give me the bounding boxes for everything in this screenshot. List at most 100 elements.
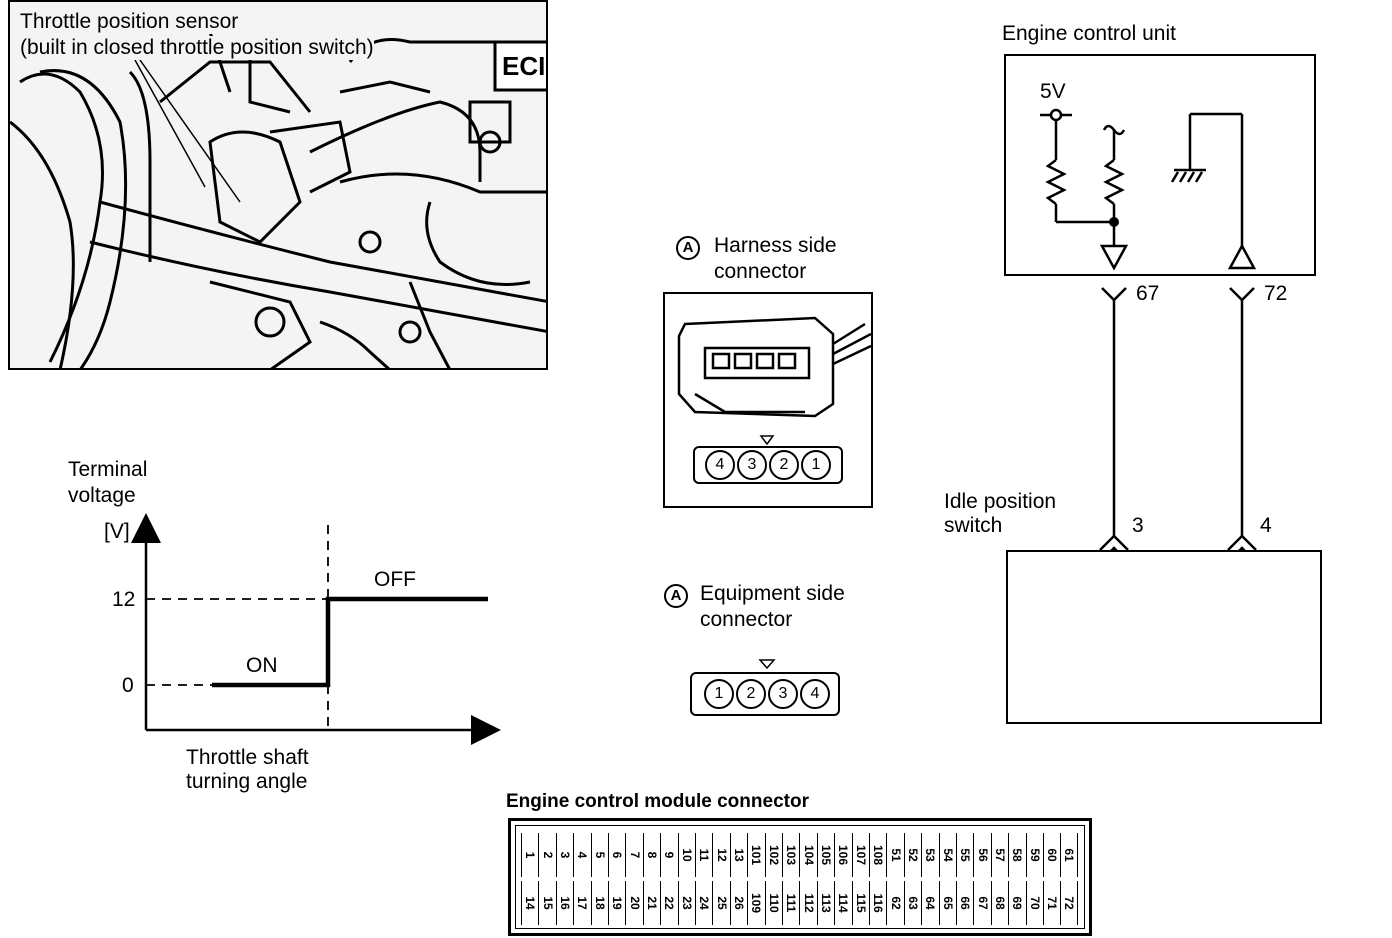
ecm-pin-number: 104 (801, 844, 816, 866)
ecm-pin-number: 25 (714, 896, 729, 910)
ecm-pin-cell: 72 (1060, 881, 1078, 925)
ecm-pin-number: 54 (940, 848, 955, 862)
graph-lines (131, 513, 501, 745)
ecm-pin-cell: 19 (608, 881, 625, 925)
ecm-pin-cell: 70 (1025, 881, 1043, 925)
ecm-pin-number: 13 (731, 848, 746, 862)
graph-ylabel-line2: voltage (68, 484, 136, 507)
equipment-pin: 3 (768, 679, 798, 709)
ecm-pin-number: 56 (975, 848, 990, 862)
harness-pin: 2 (769, 450, 799, 480)
harness-title-line1: Harness side (714, 234, 837, 257)
ecm-pin-cell: 105 (816, 833, 834, 877)
terminal-72: 72 (1264, 282, 1288, 305)
ecm-pin-cell: 112 (799, 881, 816, 925)
ecm-pin-cell: 12 (712, 833, 729, 877)
ecm-pin-cell: 18 (590, 881, 608, 925)
ecm-pin-number: 16 (557, 896, 572, 910)
ecm-pin-cell: 54 (938, 833, 956, 877)
equipment-pin: 2 (736, 679, 766, 709)
graph-ylabel-line1: Terminal (68, 458, 148, 481)
ecm-pin-cell: 111 (782, 881, 799, 925)
ecm-pin-number: 53 (923, 848, 938, 862)
harness-connector-frame: 4 3 2 1 (663, 292, 873, 508)
ecm-pin-number: 2 (540, 851, 555, 859)
ecm-pin-number: 111 (784, 893, 799, 913)
ecm-pin-number: 6 (610, 851, 625, 859)
ecm-pin-cell: 109 (747, 881, 764, 925)
ecm-pin-cell: 107 (851, 833, 869, 877)
equipment-pin: 4 (800, 679, 830, 709)
ecm-pin-cell: 7 (625, 833, 642, 877)
ecm-pin-number: 101 (749, 844, 764, 866)
ecm-pin-number: 1 (523, 851, 538, 859)
ecm-pin-number: 18 (592, 896, 607, 910)
photo-title-line2: (built in closed throttle position switc… (20, 36, 374, 60)
ecm-connector-title: Engine control module connector (506, 791, 809, 812)
ecm-pin-cell: 61 (1060, 833, 1078, 877)
switch-pin-4: 4 (1260, 514, 1272, 537)
ecm-pin-number: 11 (697, 848, 712, 862)
ecm-pin-cell: 9 (660, 833, 677, 877)
ecm-pin-cell: 57 (990, 833, 1008, 877)
ecm-pin-number: 71 (1045, 896, 1060, 910)
ecm-pin-cell: 102 (764, 833, 782, 877)
ecm-pin-cell: 68 (990, 881, 1008, 925)
ecm-pin-cell: 10 (677, 833, 695, 877)
harness-connector-drawing (677, 316, 871, 446)
ecm-pin-number: 55 (958, 848, 973, 862)
ecm-pin-number: 70 (1027, 896, 1042, 910)
ecm-pin-cell: 26 (729, 881, 747, 925)
ecm-pin-number: 109 (749, 892, 764, 914)
ecm-pin-number: 69 (1010, 896, 1025, 910)
ecm-pin-cell: 62 (886, 881, 903, 925)
ecm-pin-cell: 25 (712, 881, 729, 925)
idle-position-switch-box (1006, 550, 1322, 724)
ecm-pin-number: 59 (1027, 848, 1042, 862)
ecm-pin-cell: 4 (573, 833, 590, 877)
ecm-pin-cell: 21 (642, 881, 660, 925)
equipment-pin: 1 (704, 679, 734, 709)
harness-pin-housing (693, 446, 843, 484)
ecu-wiring (1040, 108, 1257, 563)
ecm-pin-number: 114 (836, 893, 851, 913)
ecm-pin-cell: 58 (1008, 833, 1025, 877)
ecm-pin-cell: 22 (660, 881, 677, 925)
graph-ylabel-unit: [V] (104, 520, 130, 543)
ecm-pin-cell: 64 (921, 881, 938, 925)
ecm-pin-number: 116 (871, 893, 886, 913)
ecm-pin-number: 65 (940, 896, 955, 910)
ecm-pin-cell: 108 (869, 833, 886, 877)
ecm-pin-cell: 14 (521, 881, 538, 925)
connector-marker-a: A (664, 584, 688, 608)
equipment-key-marker (758, 659, 776, 670)
switch-label-line1: Idle position (944, 490, 1057, 513)
ecm-pin-number: 108 (871, 844, 886, 866)
ecm-pin-number: 9 (662, 851, 677, 859)
ecm-pin-cell: 114 (834, 881, 851, 925)
ecm-pin-number: 64 (923, 896, 938, 910)
ecm-pin-number: 66 (958, 896, 973, 910)
ecm-pin-cell: 52 (903, 833, 921, 877)
ecm-pin-number: 17 (575, 896, 590, 910)
ecm-pin-number: 52 (905, 848, 920, 862)
ecm-pin-cell: 17 (573, 881, 590, 925)
equipment-pin-housing (690, 672, 840, 716)
switch-signal-line (212, 596, 488, 688)
ecm-pin-cell: 15 (538, 881, 555, 925)
harness-pin: 1 (801, 450, 831, 480)
ecm-pin-cell: 59 (1025, 833, 1043, 877)
harness-title-line2: connector (714, 260, 807, 283)
ecm-pin-cell: 63 (903, 881, 921, 925)
ecm-pin-number: 15 (540, 896, 555, 910)
ecm-pin-number: 3 (557, 851, 572, 859)
ecm-pin-cell: 3 (555, 833, 573, 877)
ecm-pin-cell: 5 (590, 833, 608, 877)
ecm-pin-cell: 65 (938, 881, 956, 925)
ecm-pin-number: 51 (888, 848, 903, 862)
ecm-pin-cell: 113 (816, 881, 834, 925)
ecm-pin-cell: 116 (869, 881, 886, 925)
harness-side-connector: A Harness side connector 4 3 2 1 (660, 230, 880, 510)
